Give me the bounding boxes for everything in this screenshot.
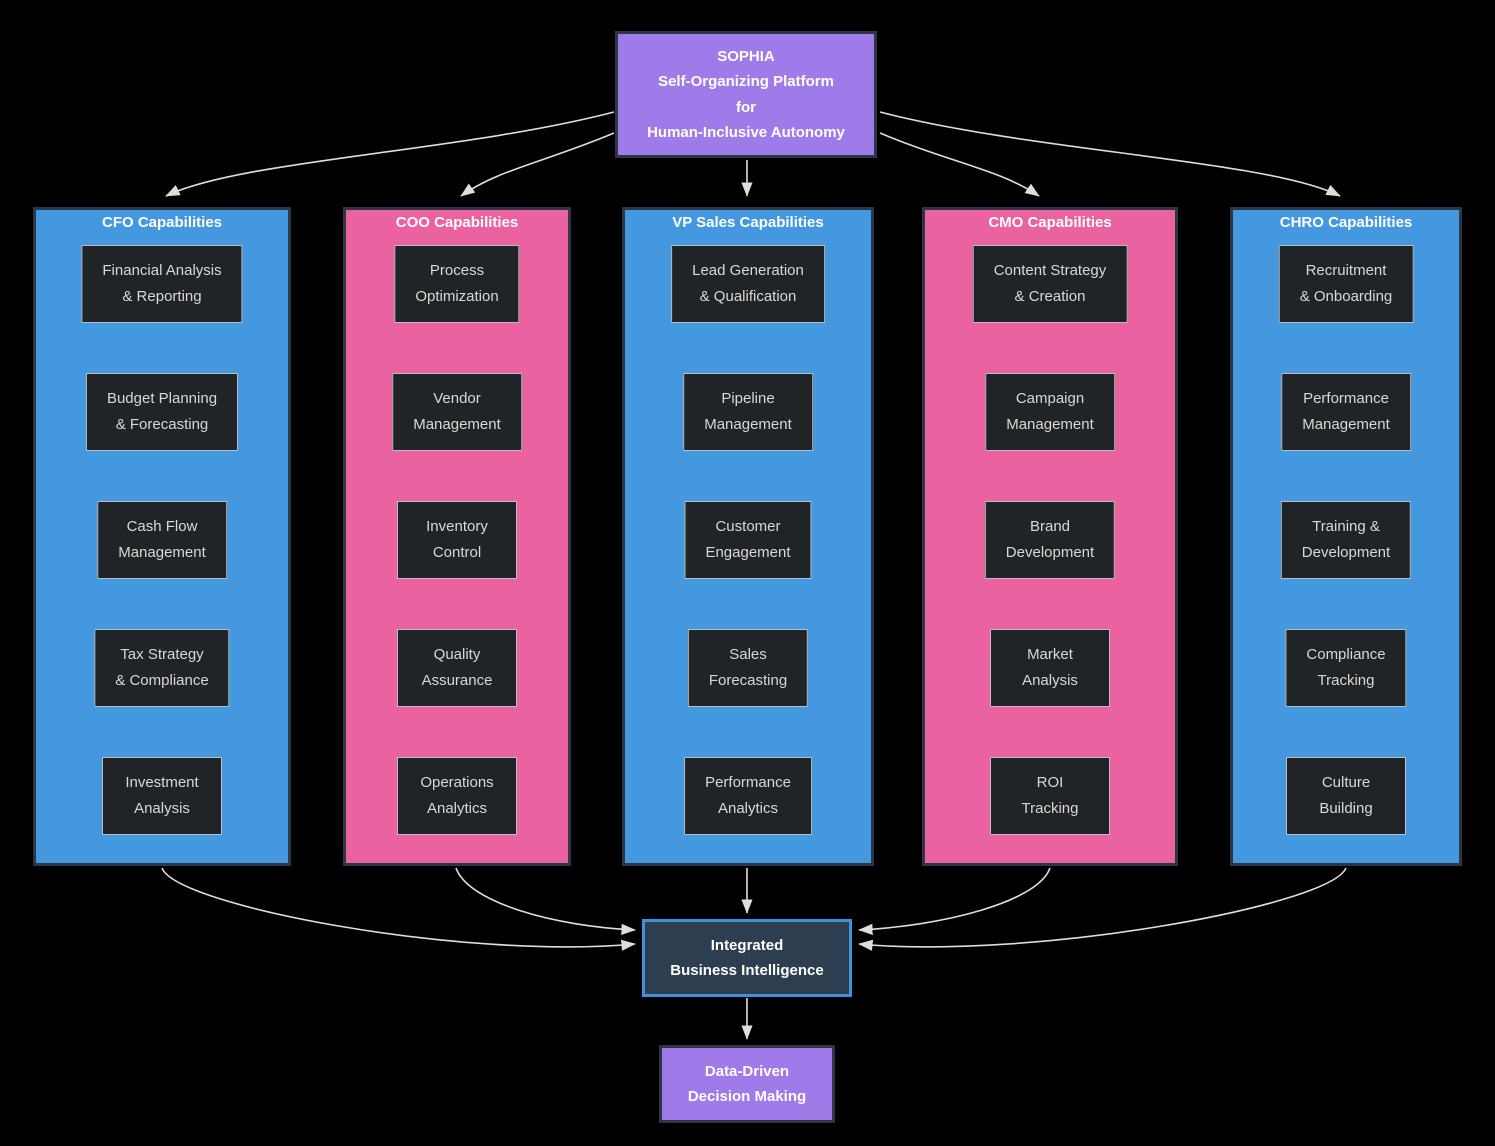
- arrow-root-to-chro: [879, 111, 1341, 197]
- capability-node: Process Optimization: [394, 245, 520, 323]
- capability-node: Investment Analysis: [102, 757, 222, 835]
- capability-node: Operations Analytics: [397, 757, 517, 835]
- capability-node: Cash Flow Management: [97, 501, 227, 579]
- outcome-node: Data-Driven Decision Making: [659, 1045, 835, 1123]
- capability-node: Content Strategy & Creation: [972, 245, 1128, 323]
- arrow-cmo-to-bi: [858, 867, 1051, 935]
- column-chro-capabilities: CHRO Capabilities Recruitment & Onboardi…: [1230, 207, 1462, 866]
- capability-node: Sales Forecasting: [687, 629, 809, 707]
- arrow-root-to-coo: [460, 132, 615, 197]
- capability-node: Customer Engagement: [684, 501, 812, 579]
- column-cmo-title: CMO Capabilities: [988, 214, 1112, 231]
- capability-node: Market Analysis: [990, 629, 1110, 707]
- capability-node: Vendor Management: [392, 373, 522, 451]
- capability-node: Compliance Tracking: [1285, 629, 1407, 707]
- arrow-chro-to-bi: [858, 867, 1347, 951]
- capability-node: Inventory Control: [397, 501, 517, 579]
- capability-node: Pipeline Management: [683, 373, 813, 451]
- column-vp-sales-capabilities: VP Sales Capabilities Lead Generation & …: [622, 207, 874, 866]
- arrow-cfo-to-bi: [161, 867, 636, 951]
- arrow-coo-to-bi: [455, 867, 636, 935]
- column-cfo-capabilities: CFO Capabilities Financial Analysis & Re…: [33, 207, 291, 866]
- capability-node: Performance Analytics: [684, 757, 812, 835]
- capability-node: Financial Analysis & Reporting: [81, 245, 243, 323]
- sophia-root-node: SOPHIA Self-Organizing Platform for Huma…: [615, 31, 877, 158]
- capability-node: Brand Development: [984, 501, 1116, 579]
- capability-node: Recruitment & Onboarding: [1278, 245, 1414, 323]
- column-coo-capabilities: COO Capabilities Process Optimization Ve…: [343, 207, 571, 866]
- capability-node: Budget Planning & Forecasting: [85, 373, 239, 451]
- capability-node: Tax Strategy & Compliance: [94, 629, 230, 707]
- column-coo-title: COO Capabilities: [395, 214, 519, 231]
- capability-node: Training & Development: [1280, 501, 1412, 579]
- capability-node: Lead Generation & Qualification: [671, 245, 825, 323]
- column-chro-title: CHRO Capabilities: [1279, 214, 1413, 231]
- column-cfo-title: CFO Capabilities: [101, 214, 223, 231]
- column-vp-sales-title: VP Sales Capabilities: [672, 214, 824, 231]
- capability-node: Performance Management: [1281, 373, 1411, 451]
- integrated-bi-node: Integrated Business Intelligence: [642, 919, 852, 997]
- capability-node: ROI Tracking: [990, 757, 1110, 835]
- column-cmo-capabilities: CMO Capabilities Content Strategy & Crea…: [922, 207, 1178, 866]
- capability-node: Campaign Management: [985, 373, 1115, 451]
- capability-node: Quality Assurance: [397, 629, 517, 707]
- capability-node: Culture Building: [1286, 757, 1406, 835]
- arrow-root-to-cmo: [879, 132, 1040, 197]
- arrow-root-to-cfo: [165, 111, 615, 197]
